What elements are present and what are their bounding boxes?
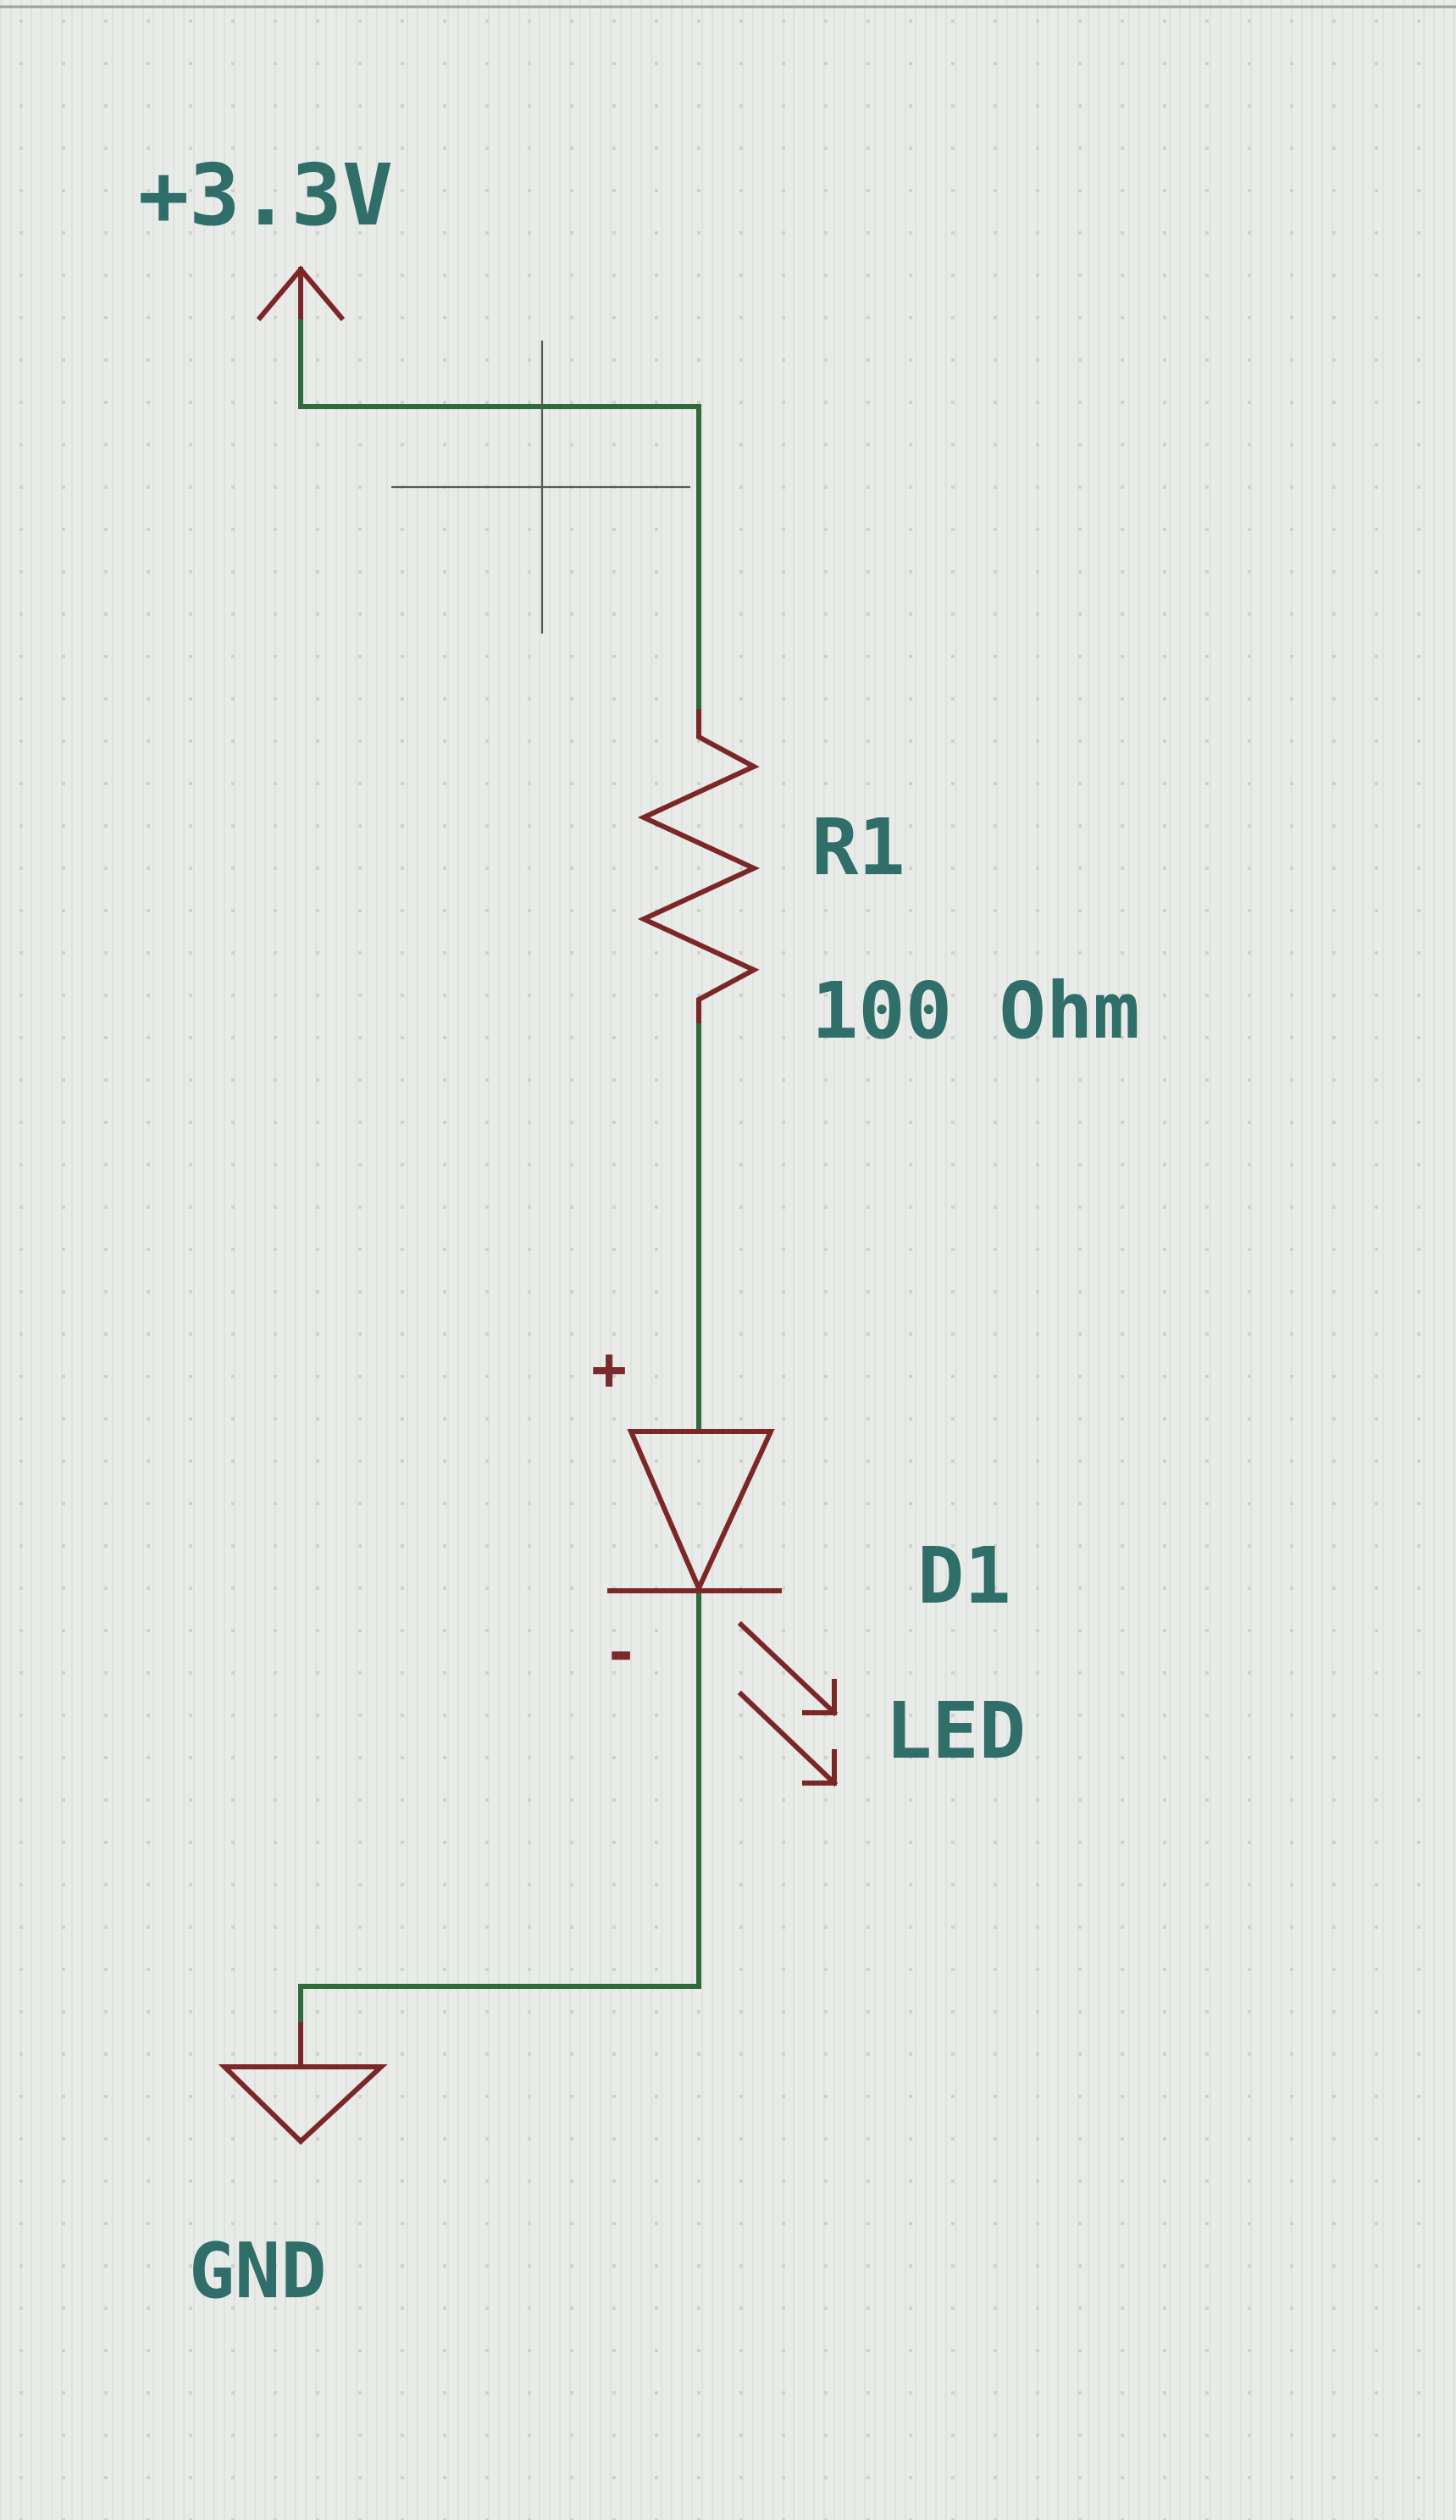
resistor-r1[interactable]: R1 100 Ohm — [637, 709, 1140, 1056]
led-value-label: LED — [885, 1686, 1026, 1776]
ground-symbol[interactable]: GND — [189, 2022, 388, 2316]
led-ref-label: D1 — [917, 1531, 1011, 1621]
led-anode-mark: + — [591, 1334, 627, 1404]
led-cathode-mark: - — [603, 1618, 639, 1687]
diode-triangle-icon — [627, 1429, 775, 1595]
power-arrow-icon — [256, 265, 346, 324]
led-d1[interactable]: + - D1 LED — [591, 1334, 1026, 1787]
resistor-zigzag-icon — [637, 709, 761, 1023]
ground-label: GND — [189, 2227, 327, 2316]
wire-supply-to-resistor[interactable] — [298, 319, 701, 714]
led-emission-arrows-icon — [737, 1620, 839, 1787]
wire-led-to-ground[interactable] — [298, 1590, 701, 2027]
power-supply-label: +3.3V — [138, 146, 393, 245]
resistor-value-label: 100 Ohm — [811, 966, 1140, 1056]
resistor-ref-label: R1 — [811, 802, 905, 893]
power-symbol-3v3[interactable]: +3.3V — [138, 146, 393, 324]
crosshair-cursor-icon — [391, 341, 690, 634]
ground-triangle-icon — [218, 2022, 388, 2146]
